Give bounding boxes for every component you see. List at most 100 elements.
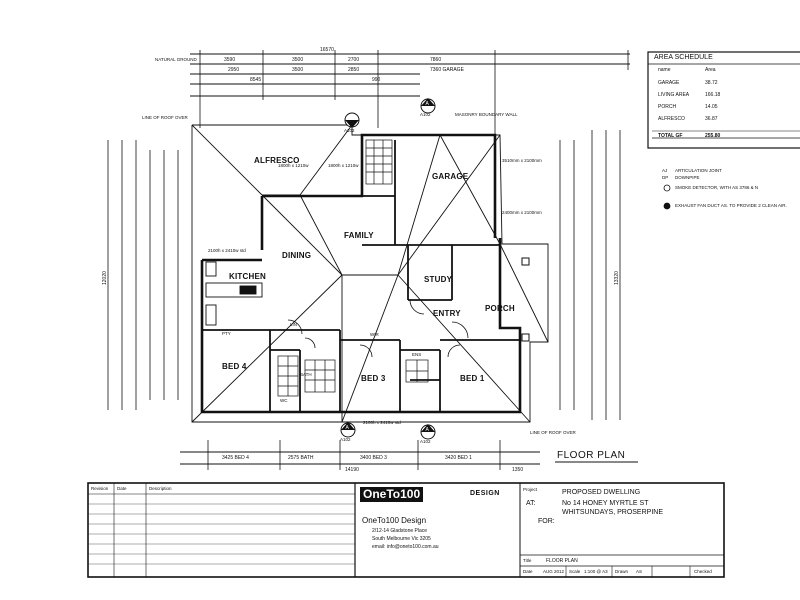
room-label-alfresco: ALFRESCO — [254, 156, 300, 165]
area-row-name: LIVING AREA — [658, 92, 690, 98]
room-label-wc: WC — [280, 398, 288, 403]
area-schedule-col-name: name — [658, 67, 671, 73]
logo-suffix: DESIGN — [470, 490, 500, 497]
hatch-blocks — [277, 139, 429, 397]
dim-top-seg-4: 7860 — [430, 57, 442, 63]
project-label: Project — [523, 487, 538, 492]
room-label-study: STUDY — [424, 275, 453, 284]
dim-lines-left — [107, 140, 179, 410]
project-for-label: FOR: — [538, 518, 555, 525]
dim-top-row3-2: 990 — [372, 77, 381, 83]
room-label-bed1: BED 1 — [460, 374, 485, 383]
room-label-garage: GARAGE — [432, 172, 469, 181]
legend-text: DOWNPIPE — [675, 175, 700, 180]
smoke-detector-symbol — [663, 184, 671, 192]
section-code-2: A102 — [344, 128, 355, 133]
section-code-4: A102 — [420, 439, 431, 444]
note-roof-line-1: LINE OF ROOF OVER — [142, 115, 188, 120]
note-natural-ground: NATURAL GROUND — [155, 57, 197, 62]
section-marker-letter-2: B — [349, 114, 353, 120]
company-logo: OneTo100 — [360, 487, 424, 502]
dim-lines-right — [559, 130, 621, 420]
note-garage-door-2: 2400mm x 2100mm — [502, 210, 542, 215]
dim-top-row2-3: 2850 — [348, 67, 360, 73]
date-value: AUG 2012 — [543, 569, 565, 574]
dim-bottom-seg-3: 3400 BED 3 — [360, 455, 387, 461]
drawn-value: AS — [636, 569, 643, 574]
scale-value: 1:100 @ A3 — [584, 569, 608, 574]
drawn-label: Drawn — [615, 569, 629, 574]
note-garage-door-1: 3510mm x 2100mm — [502, 158, 542, 163]
project-address-line1: No 14 HONEY MYRTLE ST — [562, 500, 649, 507]
dim-left-overall: 12020 — [102, 271, 108, 285]
room-label-porch: PORCH — [485, 304, 515, 313]
area-row-name: GARAGE — [658, 80, 680, 86]
project-at-label: AT: — [526, 500, 536, 507]
dim-bottom-seg-2: 2575 BATH — [288, 455, 314, 461]
revision-header-revision: Revision — [91, 486, 109, 491]
dim-top-seg-1: 3590 — [224, 57, 236, 63]
dim-top-row2-1: 2950 — [228, 67, 240, 73]
dim-bottom-seg-4: 3420 BED 1 — [445, 455, 472, 461]
section-marker-letter-3: A — [345, 425, 349, 431]
dim-bottom-seg-1: 3425 BED 4 — [222, 455, 249, 461]
company-address-1: 2/12-14 Gladstone Place — [372, 528, 428, 534]
revision-header-date: Date — [117, 486, 127, 491]
checked-label: Checked — [694, 569, 712, 574]
dim-right-overall: 13320 — [614, 271, 620, 285]
date-label: Date — [523, 569, 533, 574]
legend-text: ARTICULATION JOINT — [675, 168, 722, 173]
area-row-value: 166.18 — [705, 92, 721, 98]
room-label-family: FAMILY — [344, 231, 374, 240]
external-walls — [200, 133, 522, 414]
legend-code: DP — [662, 175, 669, 180]
legend-text: SMOKE DETECTOR, WITH AS 3786 & N — [675, 185, 759, 190]
area-total-value: 255.80 — [705, 133, 721, 139]
title-label: Title — [523, 558, 532, 563]
title-block-lines — [87, 482, 725, 578]
dim-top-seg-2: 3500 — [292, 57, 304, 63]
note-masonry: MASONRY BOUNDARY WALL — [455, 112, 518, 117]
area-row-name: ALFRESCO — [658, 116, 685, 122]
dim-top-row2-2: 3500 — [292, 67, 304, 73]
revision-header-description: Description — [149, 486, 172, 491]
project-address-line2: WHITSUNDAYS, PROSERPINE — [562, 509, 663, 516]
room-label-ens: ENS — [412, 352, 422, 357]
room-label-pantry: PTY — [222, 331, 231, 336]
scale-label: Scale — [569, 569, 581, 574]
logo-text: OneTo100 — [363, 487, 421, 501]
porch-columns — [521, 243, 548, 342]
plan-title: FLOOR PLAN — [557, 450, 626, 461]
area-row-value: 36.87 — [705, 116, 718, 122]
area-row-value: 38.72 — [705, 80, 718, 86]
room-label-wir: WIR — [370, 332, 379, 337]
note-roof-line-2: LINE OF ROOF OVER — [530, 430, 576, 435]
company-address-2: South Melbourne Vic 3205 — [372, 536, 431, 542]
title-value: FLOOR PLAN — [546, 558, 578, 564]
room-label-bath: BATH — [300, 372, 312, 377]
window-label-2: 1800h x 1210w — [328, 163, 359, 168]
section-code-1: A102 — [420, 112, 431, 117]
room-label-bed3: BED 3 — [361, 374, 386, 383]
room-label-entry: ENTRY — [433, 309, 461, 318]
area-row-value: 14.05 — [705, 104, 718, 110]
section-marker-letter-4: A — [425, 427, 429, 433]
area-schedule-title: AREA SCHEDULE — [654, 54, 713, 61]
dim-top-row3-1: 8545 — [250, 77, 262, 83]
legend-text: EXHAUST FAN DUCT AS. TO PROVIDE 2 CLEAN … — [675, 203, 787, 208]
room-label-kitchen: KITCHEN — [229, 272, 266, 281]
window-label-3: 2100h x 2410w std — [208, 248, 246, 253]
area-row-name: PORCH — [658, 104, 677, 110]
window-label-1: 1800h x 1210w — [278, 163, 309, 168]
legend-code: AJ — [662, 168, 668, 173]
internal-walls — [202, 140, 520, 412]
dim-top-row2-4: 7360 GARAGE — [430, 67, 464, 73]
dim-top-seg-3: 2700 — [348, 57, 360, 63]
area-schedule-col-area: Area — [705, 67, 716, 73]
company-name: OneTo100 Design — [362, 516, 427, 525]
room-label-bed4: BED 4 — [222, 362, 247, 371]
exhaust-fan-symbol — [663, 202, 671, 210]
room-label-dining: DINING — [282, 251, 312, 260]
door-swings — [287, 299, 469, 358]
